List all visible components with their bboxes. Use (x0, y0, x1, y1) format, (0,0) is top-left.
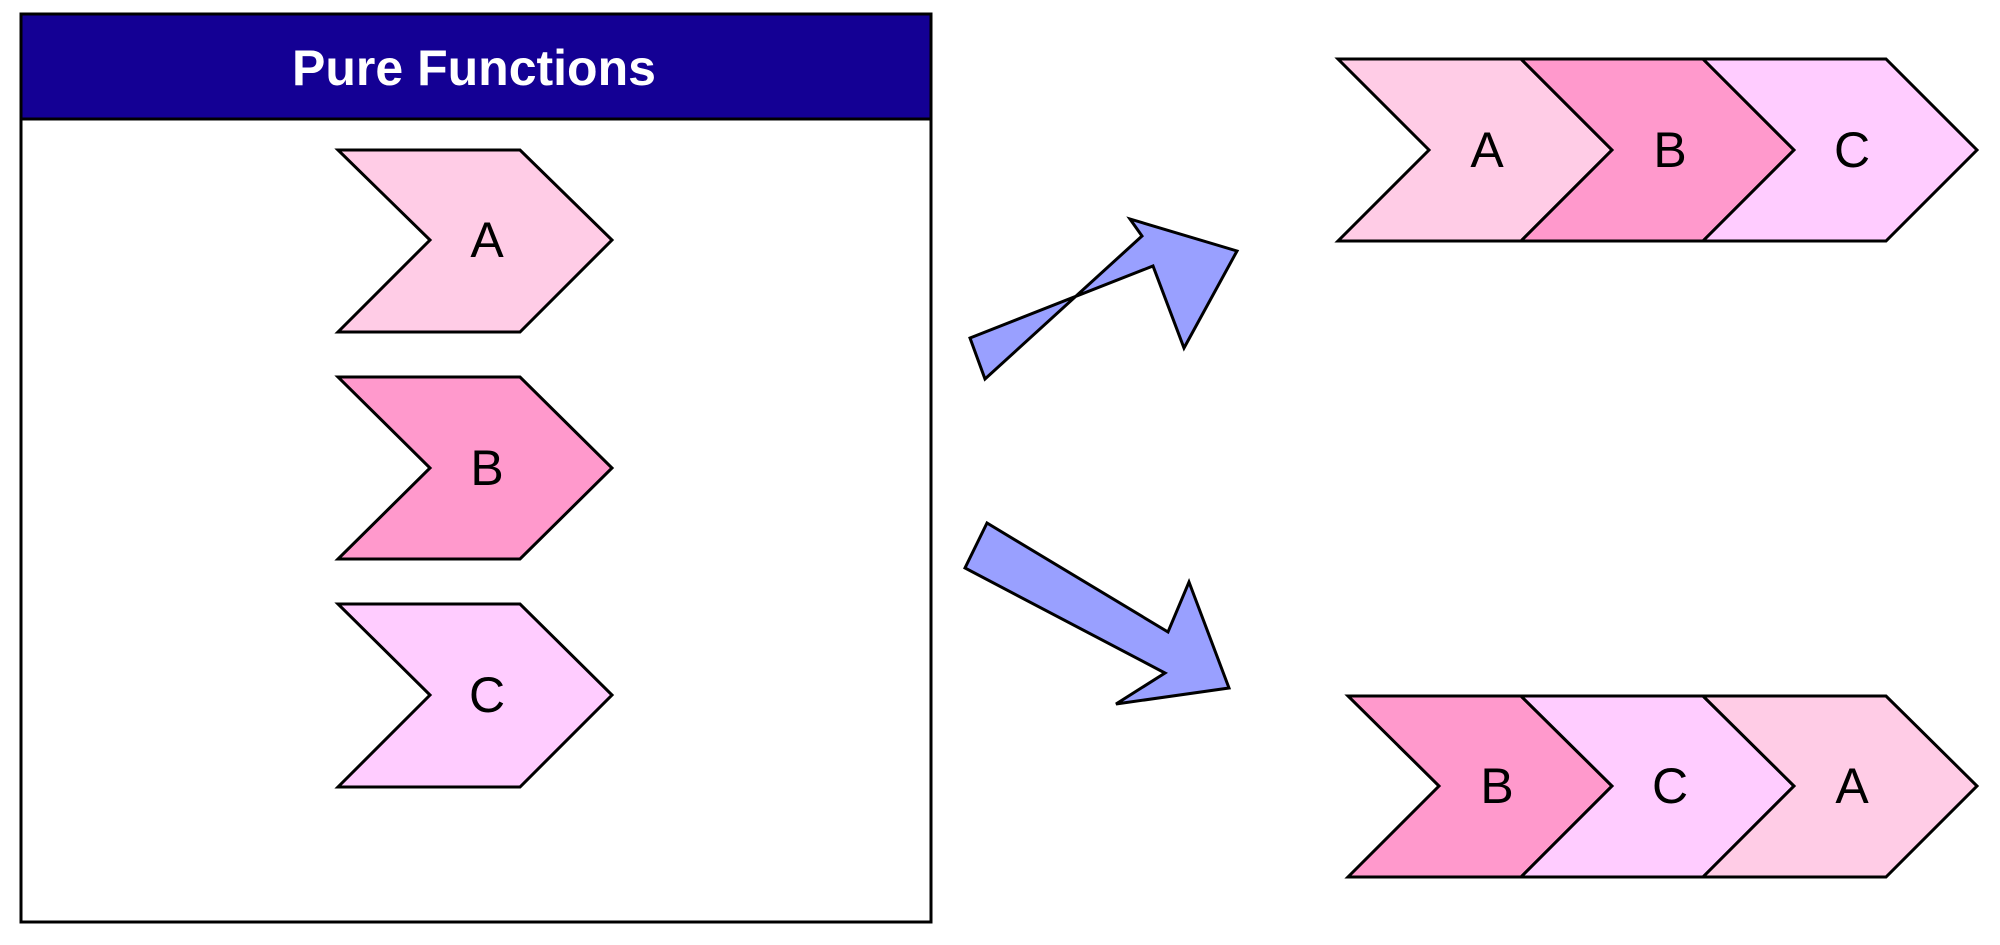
function-stack: A B C (334, 148, 615, 789)
sequence-top: A B C (1334, 57, 1980, 243)
chevron-shape (334, 602, 615, 789)
chevron-shape (334, 375, 615, 561)
chevron-label: C (1652, 758, 1688, 814)
chevron-label: B (470, 440, 503, 496)
arrow-up-right-icon (968, 216, 1240, 382)
stack-chevron-a: A (334, 148, 615, 334)
chevron-shape (1699, 694, 1980, 879)
chevron-label: B (1653, 122, 1686, 178)
chevron-label: C (469, 667, 505, 723)
chevron-label: A (1470, 122, 1504, 178)
container-title-bar (19, 12, 933, 121)
sequence-bottom: B C A (1344, 694, 1980, 879)
sequence-top-chevron-c: C (1699, 57, 1980, 243)
chevron-shape (1699, 57, 1980, 243)
stack-chevron-b: B (334, 375, 615, 561)
sequence-bottom-chevron-a: A (1699, 694, 1980, 879)
chevron-label: A (470, 212, 504, 268)
stack-chevron-c: C (334, 602, 615, 789)
chevron-label: B (1480, 758, 1513, 814)
chevron-shape (334, 148, 615, 334)
arrow-down-right-icon (963, 520, 1232, 706)
chevron-label: C (1834, 122, 1870, 178)
chevron-label: A (1835, 758, 1869, 814)
container-title: Pure Functions (292, 40, 656, 96)
